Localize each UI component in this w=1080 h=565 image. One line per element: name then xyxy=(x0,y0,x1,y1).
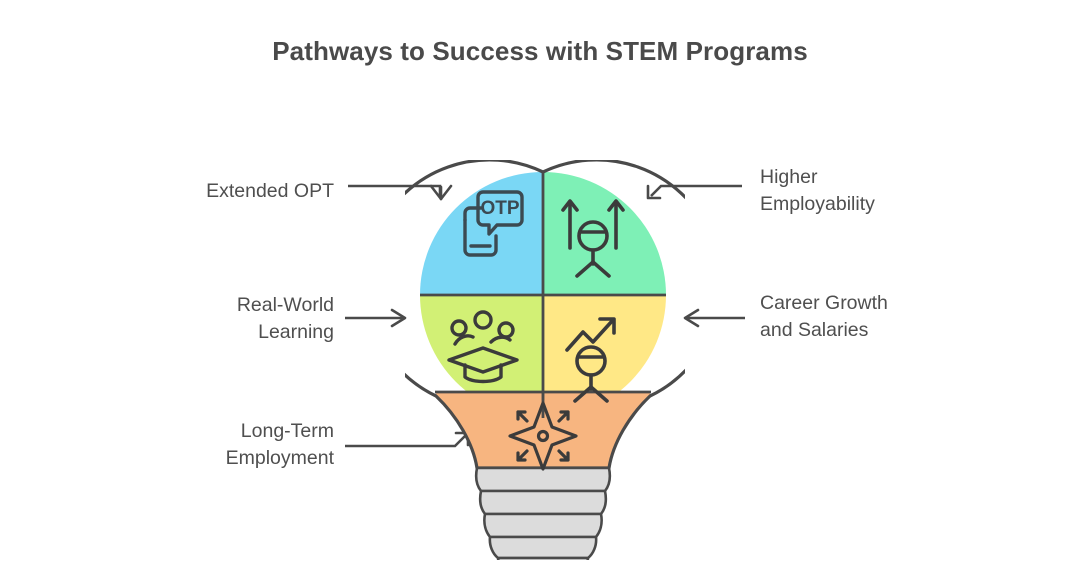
graduation-cap-group-icon xyxy=(447,310,519,384)
person-up-arrows-icon xyxy=(561,199,625,278)
callout-label-career-growth: Career Growth and Salaries xyxy=(760,292,888,341)
page-title: Pathways to Success with STEM Programs xyxy=(272,36,808,66)
callout-label-higher-employability: Higher Employability xyxy=(760,166,875,215)
callout-label-long-term-employment: Long-Term Employment xyxy=(225,420,334,469)
segment-extended-opt[interactable] xyxy=(405,160,543,295)
bulb-segment-dividers xyxy=(420,172,666,418)
callout-label-extended-opt: Extended OPT xyxy=(206,180,334,202)
arrow-career-growth xyxy=(683,308,745,328)
arrow-real-world-learning xyxy=(345,308,407,328)
phone-otp-message-icon: OTP xyxy=(463,190,524,257)
compass-star-icon xyxy=(508,401,578,471)
person-growth-chart-icon xyxy=(565,317,616,403)
bulb-globe xyxy=(405,160,666,418)
light-bulb-graphic: OTP xyxy=(405,160,685,560)
bulb-screw-base xyxy=(474,466,612,560)
callout-label-real-world-learning: Real-World Learning xyxy=(236,294,334,343)
otp-icon-text: OTP xyxy=(480,198,519,219)
